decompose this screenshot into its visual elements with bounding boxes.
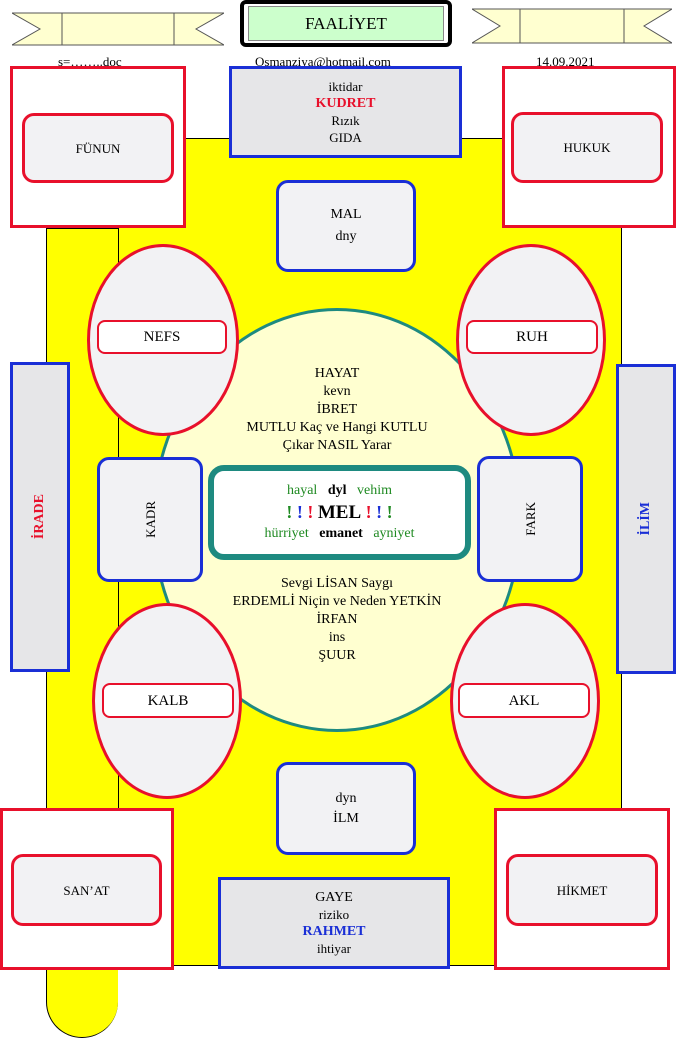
bottom-center-line-1: GAYE xyxy=(315,890,353,905)
circle-line: HAYAT xyxy=(314,366,360,381)
top-center-line-2: KUDRET xyxy=(315,96,376,111)
irade-label: İRADE xyxy=(32,494,47,540)
corner-bottom-left-inner: SAN’AT xyxy=(11,854,162,926)
circle-top-text: HAYAT kevn İBRET MUTLU Kaç ve Hangi KUTL… xyxy=(192,365,482,455)
date-label: 14.09.2021 xyxy=(536,54,595,69)
circle-line: Çıkar NASIL Yarar xyxy=(282,438,392,453)
hikmet-label: HİKMET xyxy=(556,882,608,898)
oval-ruh-label: RUH xyxy=(516,329,548,345)
circle-line: ins xyxy=(328,630,346,645)
core-word-ayniyet: ayniyet xyxy=(373,526,415,541)
top-center-line-4: GIDA xyxy=(329,130,362,145)
fark-label: FARK xyxy=(522,502,538,536)
bottom-center-line-3: RAHMET xyxy=(302,924,366,939)
top-center-line-3: Rızık xyxy=(331,113,360,128)
ribbon-left-icon xyxy=(12,12,224,46)
hukuk-label: HUKUK xyxy=(563,140,611,155)
oval-nefs-label-box: NEFS xyxy=(97,320,227,354)
sanat-label: SAN’AT xyxy=(63,882,110,898)
circle-line: Sevgi LİSAN Saygı xyxy=(281,576,393,591)
oval-akl-label-box: AKL xyxy=(458,683,590,718)
oval-akl-label: AKL xyxy=(508,692,540,709)
circle-line: MUTLU Kaç ve Hangi KUTLU xyxy=(246,420,428,435)
core-row-3: hürriyet emanet ayniyet xyxy=(264,525,414,543)
oval-kalb-label: KALB xyxy=(147,692,189,709)
funun-label: FÜNUN xyxy=(75,140,121,156)
dyn-line-1: dyn xyxy=(335,790,357,806)
kadr-box: KADR xyxy=(97,457,203,582)
oval-nefs-label: NEFS xyxy=(143,329,181,345)
core-word-hurriyet: hürriyet xyxy=(264,526,309,541)
core-word-vehim: vehim xyxy=(357,483,392,498)
ilim-bar: İLİM xyxy=(616,364,676,674)
top-center-line-1: iktidar xyxy=(328,79,363,94)
corner-top-left-inner: FÜNUN xyxy=(22,113,174,183)
file-label: s=……..doc xyxy=(58,54,122,69)
circle-line: İBRET xyxy=(316,402,358,417)
mal-line-2: dny xyxy=(335,229,357,244)
circle-line: ŞUUR xyxy=(318,648,356,663)
ribbon-right-icon xyxy=(472,8,672,44)
dyn-box: dyn İLM xyxy=(276,762,416,855)
page-title: FAALİYET xyxy=(305,13,387,33)
bottom-center-line-2: riziko xyxy=(318,907,350,922)
circle-line: ERDEMLİ Niçin ve Neden YETKİN xyxy=(232,594,442,609)
oval-ruh-label-box: RUH xyxy=(466,320,598,354)
ilim-label: İLİM xyxy=(638,502,653,536)
irade-bar: İRADE xyxy=(10,362,70,672)
core-word-mel: MEL xyxy=(317,502,362,523)
dyn-line-2: İLM xyxy=(333,810,359,826)
core-word-emanet: emanet xyxy=(319,526,363,541)
core-word-hayal: hayal xyxy=(286,483,318,498)
kadr-label: KADR xyxy=(142,501,158,538)
circle-bottom-text: Sevgi LİSAN Saygı ERDEMLİ Niçin ve Neden… xyxy=(192,575,482,665)
corner-bottom-right-inner: HİKMET xyxy=(506,854,658,926)
title-box: FAALİYET xyxy=(240,0,452,47)
core-row-1: hayal dyl vehim xyxy=(287,482,392,500)
core-row-2: ! ! ! MEL ! ! ! xyxy=(286,502,393,523)
bottom-center-line-4: ihtiyar xyxy=(317,941,351,956)
circle-line: İRFAN xyxy=(316,612,358,627)
core-word-dyl: dyl xyxy=(327,483,347,498)
top-center-box: iktidar KUDRET Rızık GIDA xyxy=(229,66,462,158)
email-label: Osmanziya@hotmail.com xyxy=(255,54,391,69)
corner-top-right-inner: HUKUK xyxy=(511,112,663,183)
mal-line-1: MAL xyxy=(330,207,362,222)
oval-kalb-label-box: KALB xyxy=(102,683,234,718)
core-box: hayal dyl vehim ! ! ! MEL ! ! ! hürriyet… xyxy=(208,465,471,560)
fark-box: FARK xyxy=(477,456,583,582)
bottom-center-box: GAYE riziko RAHMET ihtiyar xyxy=(218,877,450,969)
mal-box: MAL dny xyxy=(276,180,416,272)
circle-line: kevn xyxy=(323,384,351,399)
